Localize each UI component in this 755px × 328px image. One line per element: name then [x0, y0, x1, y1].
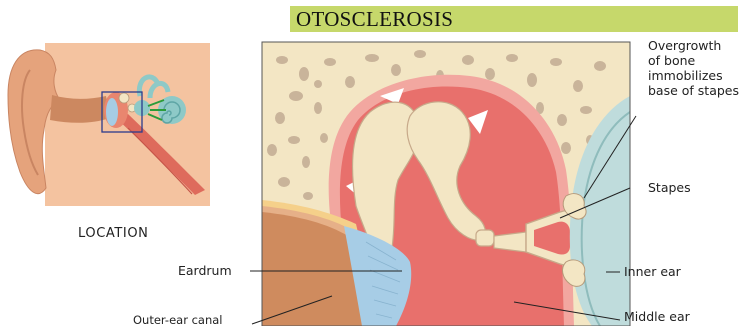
overgrowth-label: Overgrowth of bone immobilizes base of s…: [648, 38, 739, 98]
location-caption: LOCATION: [78, 226, 149, 241]
eardrum-label: Eardrum: [178, 263, 232, 278]
inner-ear-label: Inner ear: [624, 264, 681, 279]
stapes-label: Stapes: [648, 180, 691, 195]
ear-canal-inset: [50, 95, 110, 123]
middle-ear-label: Middle ear: [624, 309, 690, 324]
overgrowth-label-line: immobilizes: [648, 68, 739, 83]
overgrowth-label-line: base of stapes: [648, 83, 739, 98]
cross-section: [262, 42, 630, 326]
overgrowth-label-line: of bone: [648, 53, 739, 68]
overgrowth-label-line: Overgrowth: [648, 38, 739, 53]
location-inset: [8, 43, 210, 206]
